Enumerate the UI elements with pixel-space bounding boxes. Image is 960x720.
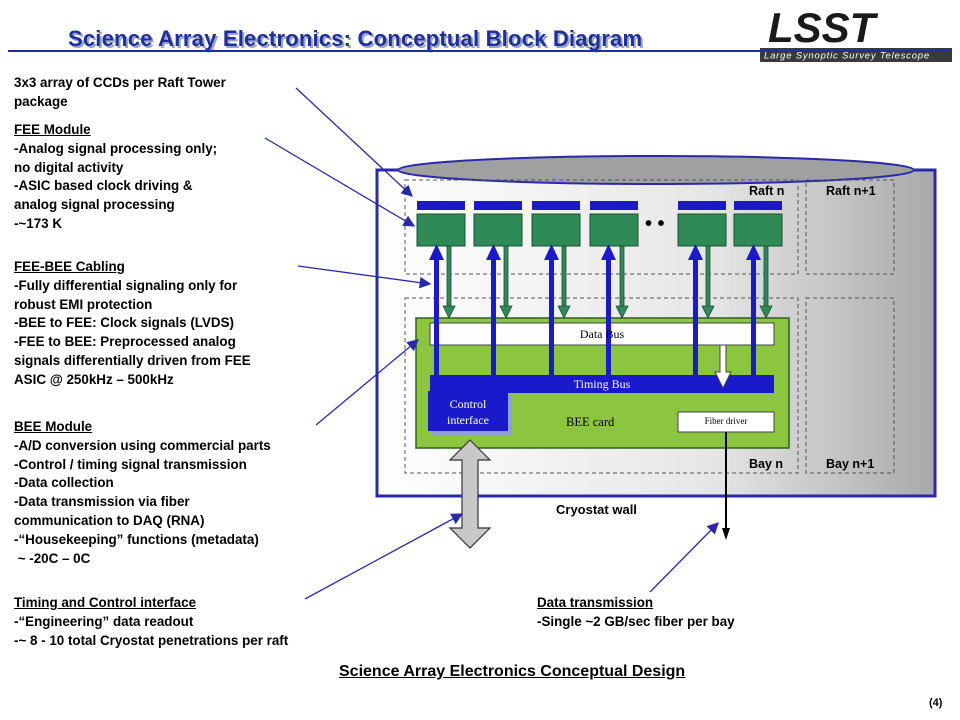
note-line: no digital activity <box>14 159 124 175</box>
note-heading: BEE Module <box>14 419 93 434</box>
control-interface-line-1: Control <box>449 397 487 411</box>
control-interface <box>428 391 508 431</box>
bay-n1-region <box>805 297 895 474</box>
title-underline <box>8 50 950 52</box>
bee-card-label: BEE card <box>566 415 615 429</box>
note-line: -Analog signal processing only; <box>14 140 218 156</box>
data-bus-label: Data Bus <box>579 327 625 341</box>
ccd-array-note: 3x3 array of CCDs per Raft Tower package <box>14 74 226 112</box>
page-number: (4) <box>929 697 943 709</box>
note-line: ASIC @ 250kHz – 500kHz <box>14 371 174 387</box>
note-line: -“Engineering” data readout <box>14 613 194 629</box>
note-line: -FEE to BEE: Preprocessed analog <box>14 334 236 350</box>
note-line: communication to DAQ (RNA) <box>14 512 205 528</box>
timing-control-note: Timing and Control interface -“Engineeri… <box>14 594 288 650</box>
note-heading: Timing and Control interface <box>14 595 197 610</box>
control-interface-line-2: interface <box>447 413 489 427</box>
ellipsis: • • <box>645 213 665 235</box>
fee-bee-cabling-note: FEE-BEE Cabling -Fully differential sign… <box>14 258 251 390</box>
note-line: -Data transmission via fiber <box>14 494 190 510</box>
note-line: -ASIC based clock driving & <box>14 178 193 194</box>
data-bus <box>429 322 775 346</box>
note-line: analog signal processing <box>14 197 175 213</box>
cryostat-wall-label: Cryostat wall <box>556 502 637 517</box>
raft-n-label: Raft n <box>749 184 785 198</box>
signal-arrows <box>442 245 773 319</box>
note-line: -Fully differential signaling only for <box>14 277 238 293</box>
data-arrow <box>714 344 732 390</box>
page-title: Science Array Electronics: Conceptual Bl… <box>68 26 643 51</box>
cryostat-penetration-arrow <box>448 439 492 549</box>
bay-n-region <box>404 297 799 474</box>
footer-title: Science Array Electronics Conceptual Des… <box>339 663 686 680</box>
timing-bus-label: Timing Bus <box>573 377 631 391</box>
logo-text: LSST <box>768 4 879 51</box>
raft-n-region <box>404 179 799 275</box>
clock-arrows <box>429 244 761 375</box>
bay-n-label: Bay n <box>749 457 784 471</box>
note-line: package <box>14 93 68 109</box>
logo-tagline: Large Synoptic Survey Telescope <box>764 51 930 62</box>
note-heading: FEE-BEE Cabling <box>14 259 125 274</box>
note-line: -Data collection <box>14 475 114 491</box>
fee-module-note: FEE Module -Analog signal processing onl… <box>14 121 217 234</box>
control-interface-label: Control interface <box>428 396 508 428</box>
note-line: -Control / timing signal transmission <box>14 456 247 472</box>
data-transmission-note: Data transmission -Single ~2 GB/sec fibe… <box>537 594 735 632</box>
note-line: -A/D conversion using commercial parts <box>14 437 271 453</box>
note-line: 3x3 array of CCDs per Raft Tower <box>14 75 226 90</box>
raft-n1-region <box>805 179 895 275</box>
note-line: robust EMI protection <box>14 296 153 312</box>
note-line: ~ -20C – 0C <box>14 550 91 566</box>
bee-module-note: BEE Module -A/D conversion using commerc… <box>14 418 271 568</box>
timing-bus <box>430 375 774 393</box>
note-line: signals differentially driven from FEE <box>14 352 251 368</box>
note-line: -Single ~2 GB/sec fiber per bay <box>537 613 735 629</box>
note-line: -BEE to FEE: Clock signals (LVDS) <box>14 315 234 331</box>
note-heading: FEE Module <box>14 122 91 137</box>
note-line: -“Housekeeping” functions (metadata) <box>14 531 259 547</box>
bay-n1-label: Bay n+1 <box>826 457 875 471</box>
callout-lines <box>264 87 719 600</box>
fee-modules <box>416 201 783 247</box>
cryostat-lid <box>397 155 915 185</box>
fiber-driver-label: Fiber driver <box>704 416 748 426</box>
note-line: -~ 8 - 10 total Cryostat penetrations pe… <box>14 632 289 648</box>
note-line: -~173 K <box>14 215 63 231</box>
raft-n1-label: Raft n+1 <box>826 184 876 198</box>
note-heading: Data transmission <box>537 595 654 610</box>
